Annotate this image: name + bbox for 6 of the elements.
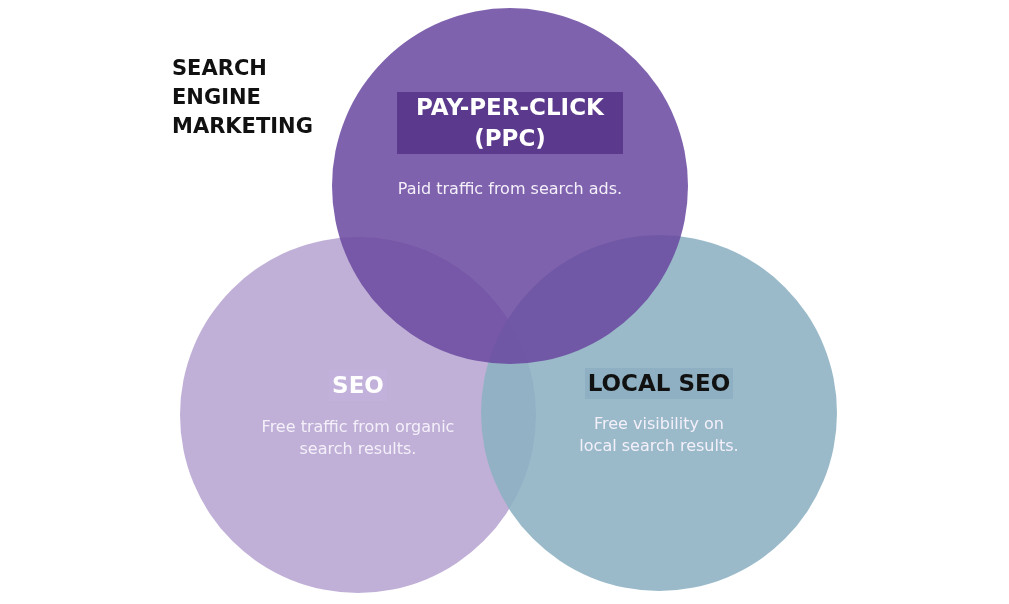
circle-description: Paid traffic from search ads. bbox=[396, 178, 624, 200]
circle-description: Free traffic from organic search results. bbox=[260, 416, 456, 460]
circle-heading: PAY-PER-CLICK (PPC) bbox=[397, 92, 623, 154]
circle-heading: LOCAL SEO bbox=[584, 368, 734, 399]
circle-description: Free visibility on local search results. bbox=[578, 413, 740, 457]
diagram-title: SEARCH ENGINE MARKETING bbox=[172, 55, 314, 140]
